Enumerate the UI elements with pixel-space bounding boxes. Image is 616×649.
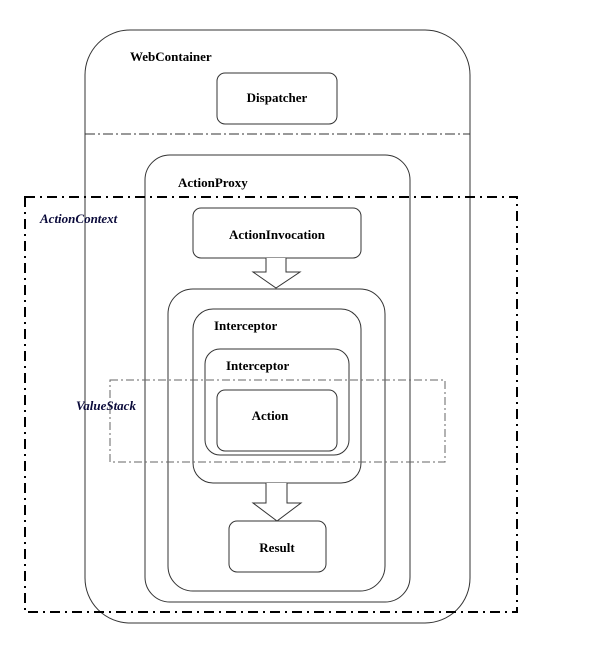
action-context-region: [24, 196, 518, 613]
result-box: [228, 520, 327, 573]
interceptor-outer-label: Interceptor: [214, 318, 278, 333]
down-arrow-icon: [251, 258, 302, 289]
interceptor-inner-label: Interceptor: [226, 358, 290, 373]
action-context-label: ActionContext: [39, 211, 118, 226]
action-proxy-box: [144, 154, 411, 603]
action-proxy-label: ActionProxy: [178, 175, 248, 190]
value-stack-region: [109, 379, 446, 463]
interceptor-inner-box: [204, 348, 350, 456]
action-box: [216, 389, 338, 452]
down-arrow-icon: [251, 483, 303, 522]
action-label: Action: [252, 408, 290, 423]
interceptor-stack-box: [167, 288, 386, 592]
result-label: Result: [259, 540, 295, 555]
value-stack-label: ValueStack: [76, 398, 136, 413]
interceptor-outer-box: [192, 308, 362, 484]
action-invocation-label: ActionInvocation: [229, 227, 326, 242]
dispatcher-box: [216, 72, 338, 125]
web-container-label: WebContainer: [130, 49, 212, 64]
web-container-box: [84, 29, 471, 624]
dispatcher-label: Dispatcher: [247, 90, 308, 105]
